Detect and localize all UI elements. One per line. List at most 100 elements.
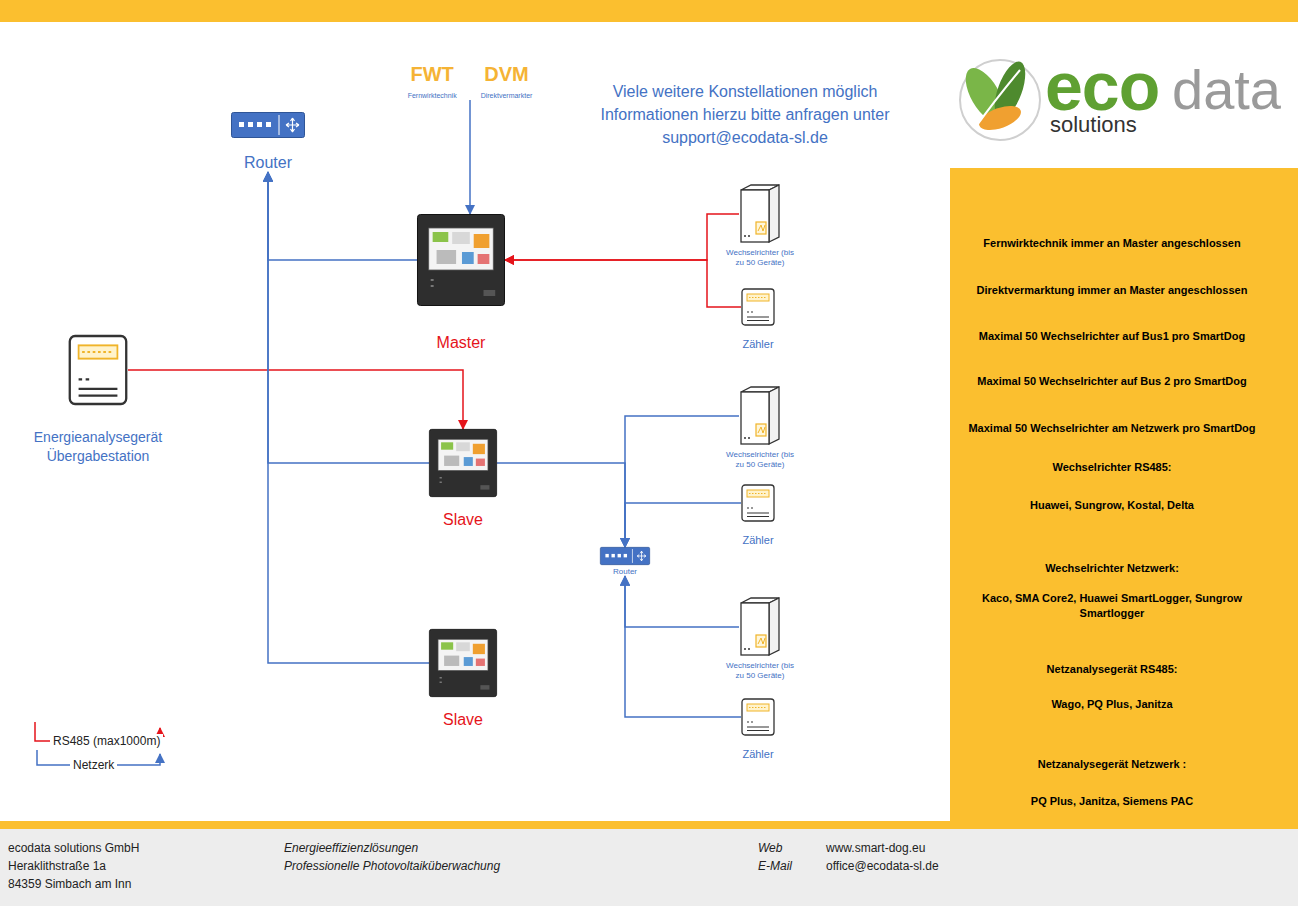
meter-body bbox=[742, 485, 774, 521]
inverter-front bbox=[741, 392, 769, 444]
meter-icon bbox=[741, 698, 775, 736]
panel-note: Fernwirktechnik immer an Master angeschl… bbox=[952, 236, 1272, 251]
screen-tile bbox=[456, 642, 470, 651]
logo-eco: eco bbox=[1045, 52, 1159, 120]
device-screen bbox=[438, 439, 488, 470]
node-label: Router bbox=[244, 154, 292, 172]
meter-display bbox=[79, 345, 118, 358]
panel-note: Maximal 50 Wechselrichter am Netzwerk pr… bbox=[952, 421, 1272, 436]
meter-lines bbox=[747, 722, 769, 731]
meter-body bbox=[742, 289, 774, 325]
footer-stripe bbox=[0, 821, 1298, 829]
panel-note: Direktvermarktung immer an Master angesc… bbox=[952, 283, 1272, 298]
inverter-badge-mark bbox=[758, 225, 765, 231]
network-connector bbox=[625, 503, 741, 547]
screen-tile bbox=[478, 254, 490, 264]
panel-note: Kaco, SMA Core2, Huawei SmartLogger, Sun… bbox=[967, 591, 1257, 621]
node-label: DVM bbox=[484, 62, 528, 86]
network-connector bbox=[268, 172, 429, 463]
router-divider bbox=[279, 115, 280, 135]
node-label: Energieanalysegerät Übergabestation bbox=[18, 428, 178, 466]
device-logo bbox=[480, 485, 489, 489]
inverter-badge bbox=[756, 222, 766, 234]
inverter-dots bbox=[744, 437, 750, 439]
router-port bbox=[618, 554, 621, 557]
inverter-icon: Wechselrichter (bis zu 50 Geräte) bbox=[723, 386, 797, 469]
inverter-badge-mark bbox=[758, 427, 765, 433]
node-label: Zähler bbox=[742, 748, 773, 761]
logo-data: data bbox=[1172, 62, 1281, 118]
slave-device: Slave bbox=[429, 629, 497, 729]
panel-note: Wago, PQ Plus, Janitza bbox=[952, 697, 1272, 712]
router-body bbox=[600, 547, 649, 564]
meter-icon bbox=[68, 334, 128, 406]
panel-note: Netzanalysegerät RS485: bbox=[952, 662, 1272, 677]
node-label: Wechselrichter (bis zu 50 Geräte) bbox=[723, 450, 797, 469]
router-port bbox=[248, 122, 253, 127]
footer-text: Heraklithstraße 1a bbox=[8, 859, 106, 873]
router-node: Router bbox=[600, 547, 650, 576]
node-label: Wechselrichter (bis zu 50 Geräte) bbox=[723, 248, 797, 267]
screen-tile bbox=[464, 657, 473, 666]
screen-tile bbox=[474, 234, 490, 248]
panel-note: Netzanalysegerät Netzwerk : bbox=[952, 757, 1272, 772]
info-panel bbox=[950, 168, 1298, 824]
router-port bbox=[257, 122, 262, 127]
router-body bbox=[232, 113, 305, 138]
node-label: Wechselrichter (bis zu 50 Geräte) bbox=[723, 661, 797, 680]
inverter-side bbox=[769, 598, 779, 655]
network-connector bbox=[469, 100, 471, 214]
fwt-dvm-node: FWTFernwirktechnikDVMDirektvermarkter bbox=[408, 62, 533, 100]
node-label: Zähler bbox=[742, 338, 773, 351]
node-label: Zähler bbox=[742, 534, 773, 547]
device-logo bbox=[480, 685, 489, 689]
router-arrows bbox=[286, 118, 299, 132]
logo-stem bbox=[975, 70, 1020, 128]
screen-icon bbox=[429, 629, 497, 697]
screen-icon bbox=[429, 429, 497, 497]
screen-tile bbox=[452, 232, 470, 244]
network-connector bbox=[625, 576, 741, 717]
inverter-badge bbox=[756, 635, 766, 647]
panel-note: PQ Plus, Janitza, Siemens PAC bbox=[952, 794, 1272, 809]
network-connector bbox=[497, 463, 625, 547]
router-port bbox=[266, 122, 271, 127]
screen-tile bbox=[437, 250, 457, 264]
inverter-dots bbox=[744, 235, 750, 237]
logo-leaf bbox=[958, 58, 1040, 140]
screen-tile bbox=[456, 442, 470, 451]
inverter-front bbox=[741, 603, 769, 655]
wr-icon bbox=[739, 184, 781, 244]
meter-icon bbox=[741, 288, 775, 326]
node-label: FWT bbox=[410, 62, 453, 86]
router-port bbox=[239, 122, 244, 127]
screen-tile bbox=[476, 659, 485, 666]
router-divider bbox=[632, 549, 633, 563]
footer-band bbox=[0, 829, 1298, 906]
screen-tile bbox=[473, 644, 485, 654]
meter-digits bbox=[749, 707, 767, 708]
meter-icon: Zähler bbox=[741, 288, 775, 351]
footer-text: ecodata solutions GmbH bbox=[8, 841, 139, 855]
meter-body bbox=[70, 336, 126, 404]
device-buttons bbox=[431, 280, 434, 286]
panel-note: Wechselrichter Netzwerk: bbox=[952, 561, 1272, 576]
router-arrows bbox=[637, 551, 646, 561]
screen-tile bbox=[441, 642, 453, 649]
inverter-badge bbox=[756, 424, 766, 436]
wr-icon bbox=[739, 597, 781, 657]
meter-digits bbox=[82, 351, 114, 353]
energy-analyser: Energieanalysegerät Übergabestation bbox=[18, 334, 178, 466]
inverter-dots bbox=[744, 648, 750, 650]
node-label: Master bbox=[437, 334, 486, 352]
meter-lines bbox=[79, 379, 118, 395]
node-label: Slave bbox=[443, 711, 483, 729]
screen-tile bbox=[444, 656, 459, 666]
footer-text: E-Mail bbox=[758, 859, 792, 873]
wr-icon bbox=[739, 386, 781, 446]
meter-body bbox=[742, 699, 774, 735]
screen-tile bbox=[464, 457, 473, 466]
rs485-connector bbox=[128, 370, 463, 429]
top-bar bbox=[0, 0, 1298, 22]
info-note: Viele weitere Konstellationen möglich In… bbox=[565, 80, 925, 149]
